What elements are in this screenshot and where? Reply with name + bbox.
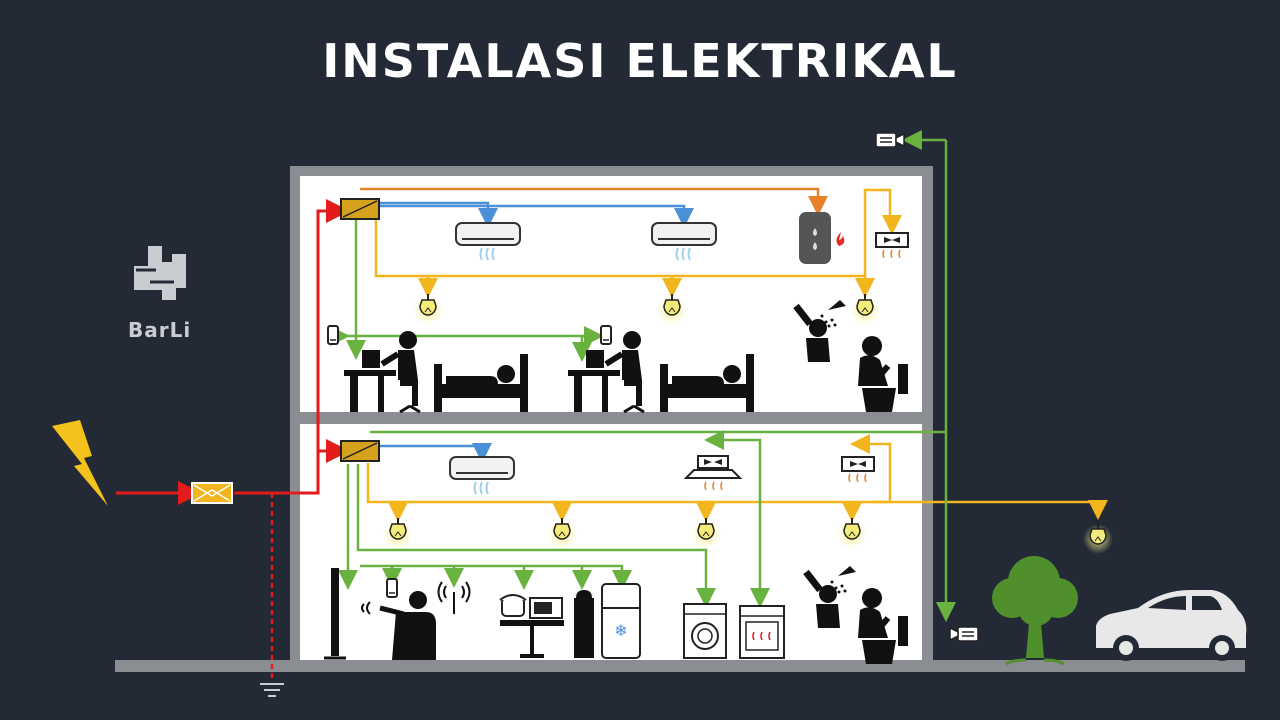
rice-cooker-icon <box>499 594 564 658</box>
distribution-panel-icon <box>340 440 380 462</box>
phone-icon <box>600 325 612 345</box>
kwh-meter-icon <box>191 482 233 504</box>
lighting-lines <box>366 188 1108 522</box>
microwave-icon <box>529 597 563 619</box>
distribution-panel-icon <box>340 198 380 220</box>
ground-icon <box>260 683 284 697</box>
logo-icon <box>134 246 186 300</box>
ac-lines <box>378 201 694 463</box>
cctv-camera-icon <box>875 132 905 148</box>
lamp-icon <box>1082 522 1114 555</box>
washing-machine-icon <box>683 603 727 659</box>
car-icon <box>1096 590 1247 661</box>
refrigerator-icon: ❄ <box>601 583 641 659</box>
phone-icon <box>386 578 398 598</box>
phone-icon <box>327 325 339 345</box>
page-title: INSTALASI ELEKTRIKAL <box>322 34 958 88</box>
tree-icon <box>992 556 1078 666</box>
outlet-lines <box>330 130 956 622</box>
range-hood-icon <box>683 455 743 491</box>
water-dispenser-icon <box>574 590 594 658</box>
power-supply-line <box>116 199 350 505</box>
lightning-icon <box>52 420 108 506</box>
antenna-icon <box>437 581 471 614</box>
tv-viewer-icon <box>361 591 436 660</box>
water-heater-icon <box>799 212 845 264</box>
oven-icon <box>739 605 785 659</box>
svg-text:❄: ❄ <box>614 623 627 640</box>
cctv-camera-icon <box>949 626 979 642</box>
speaker-icon <box>324 568 346 660</box>
logo-text: BarLi <box>128 318 192 342</box>
heater-line <box>360 187 828 216</box>
